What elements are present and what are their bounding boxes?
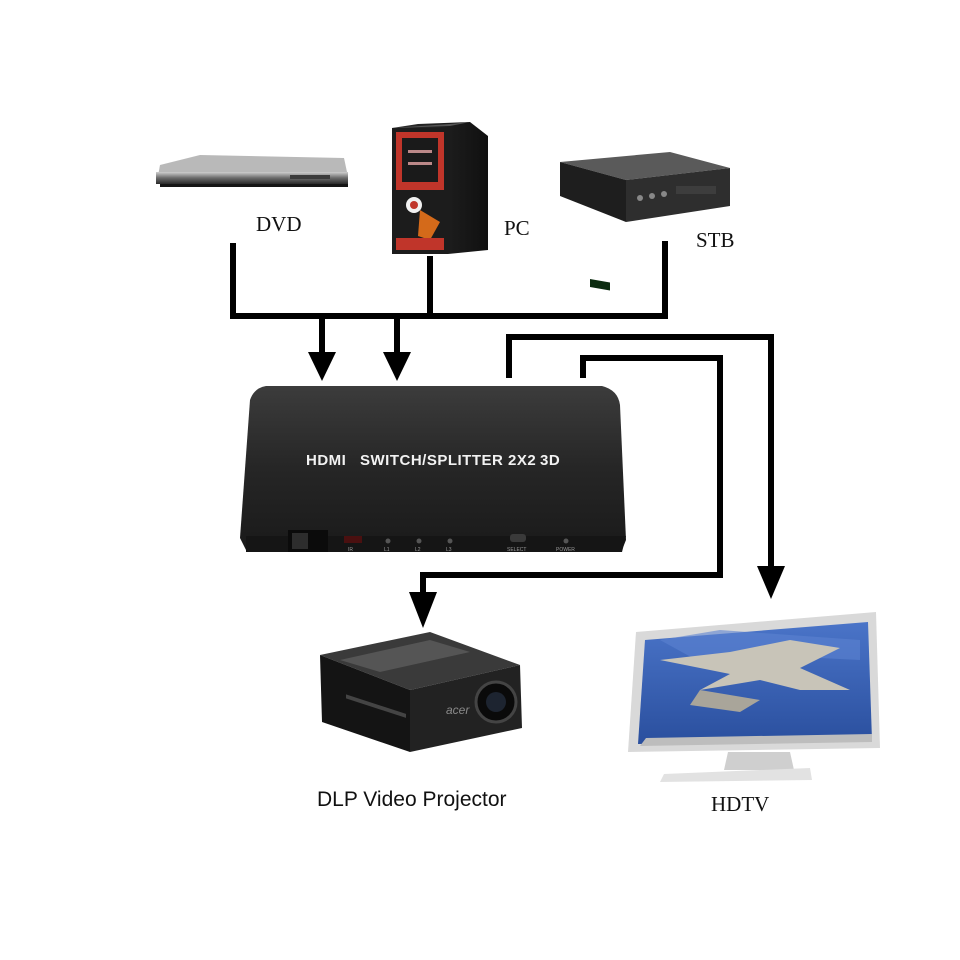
port-label-ir: IR xyxy=(348,547,353,553)
projector-wire xyxy=(420,355,723,595)
projector-label: DLP Video Projector xyxy=(317,788,507,811)
hdtv-wire xyxy=(506,334,774,568)
dvd-wire xyxy=(230,241,668,319)
stb-label: STB xyxy=(696,228,735,252)
projector-icon: acer xyxy=(320,632,522,752)
input-arrow-1 xyxy=(308,352,336,381)
hdtv-label: HDTV xyxy=(711,792,770,816)
hdtv-monitor-icon xyxy=(628,612,880,782)
port-label-l2: L2 xyxy=(415,547,421,553)
led-l3 xyxy=(447,538,453,544)
device-logo: HDMI xyxy=(306,452,346,469)
led-l1 xyxy=(385,538,391,544)
port-label-l3: L3 xyxy=(446,547,452,553)
dvd-label: DVD xyxy=(256,212,302,236)
hdtv-arrow xyxy=(757,566,785,599)
ir-window xyxy=(344,536,362,543)
power-led xyxy=(563,538,569,544)
input-arrow-2 xyxy=(383,352,411,381)
device-title: SWITCH/SPLITTER 2X2 xyxy=(360,452,536,469)
port-label-select: SELECT xyxy=(507,547,526,553)
pc-label: PC xyxy=(504,216,530,240)
set-top-box-icon xyxy=(560,152,730,291)
power-switch-knob xyxy=(292,533,308,549)
select-button[interactable] xyxy=(510,534,526,542)
led-l2 xyxy=(416,538,422,544)
pc-tower-icon xyxy=(392,122,488,254)
port-label-power: POWER xyxy=(556,547,575,553)
device-3d-badge: 3D xyxy=(540,452,560,469)
hdmi-switch-splitter: HDMI SWITCH/SPLITTER 2X2 3D IR L1 L2 L3 … xyxy=(240,386,626,553)
dvd-player-icon xyxy=(156,155,348,187)
port-label-l1: L1 xyxy=(384,547,390,553)
projector-brand: acer xyxy=(446,703,470,717)
projector-arrow xyxy=(409,592,437,628)
jet-icon xyxy=(660,640,850,690)
